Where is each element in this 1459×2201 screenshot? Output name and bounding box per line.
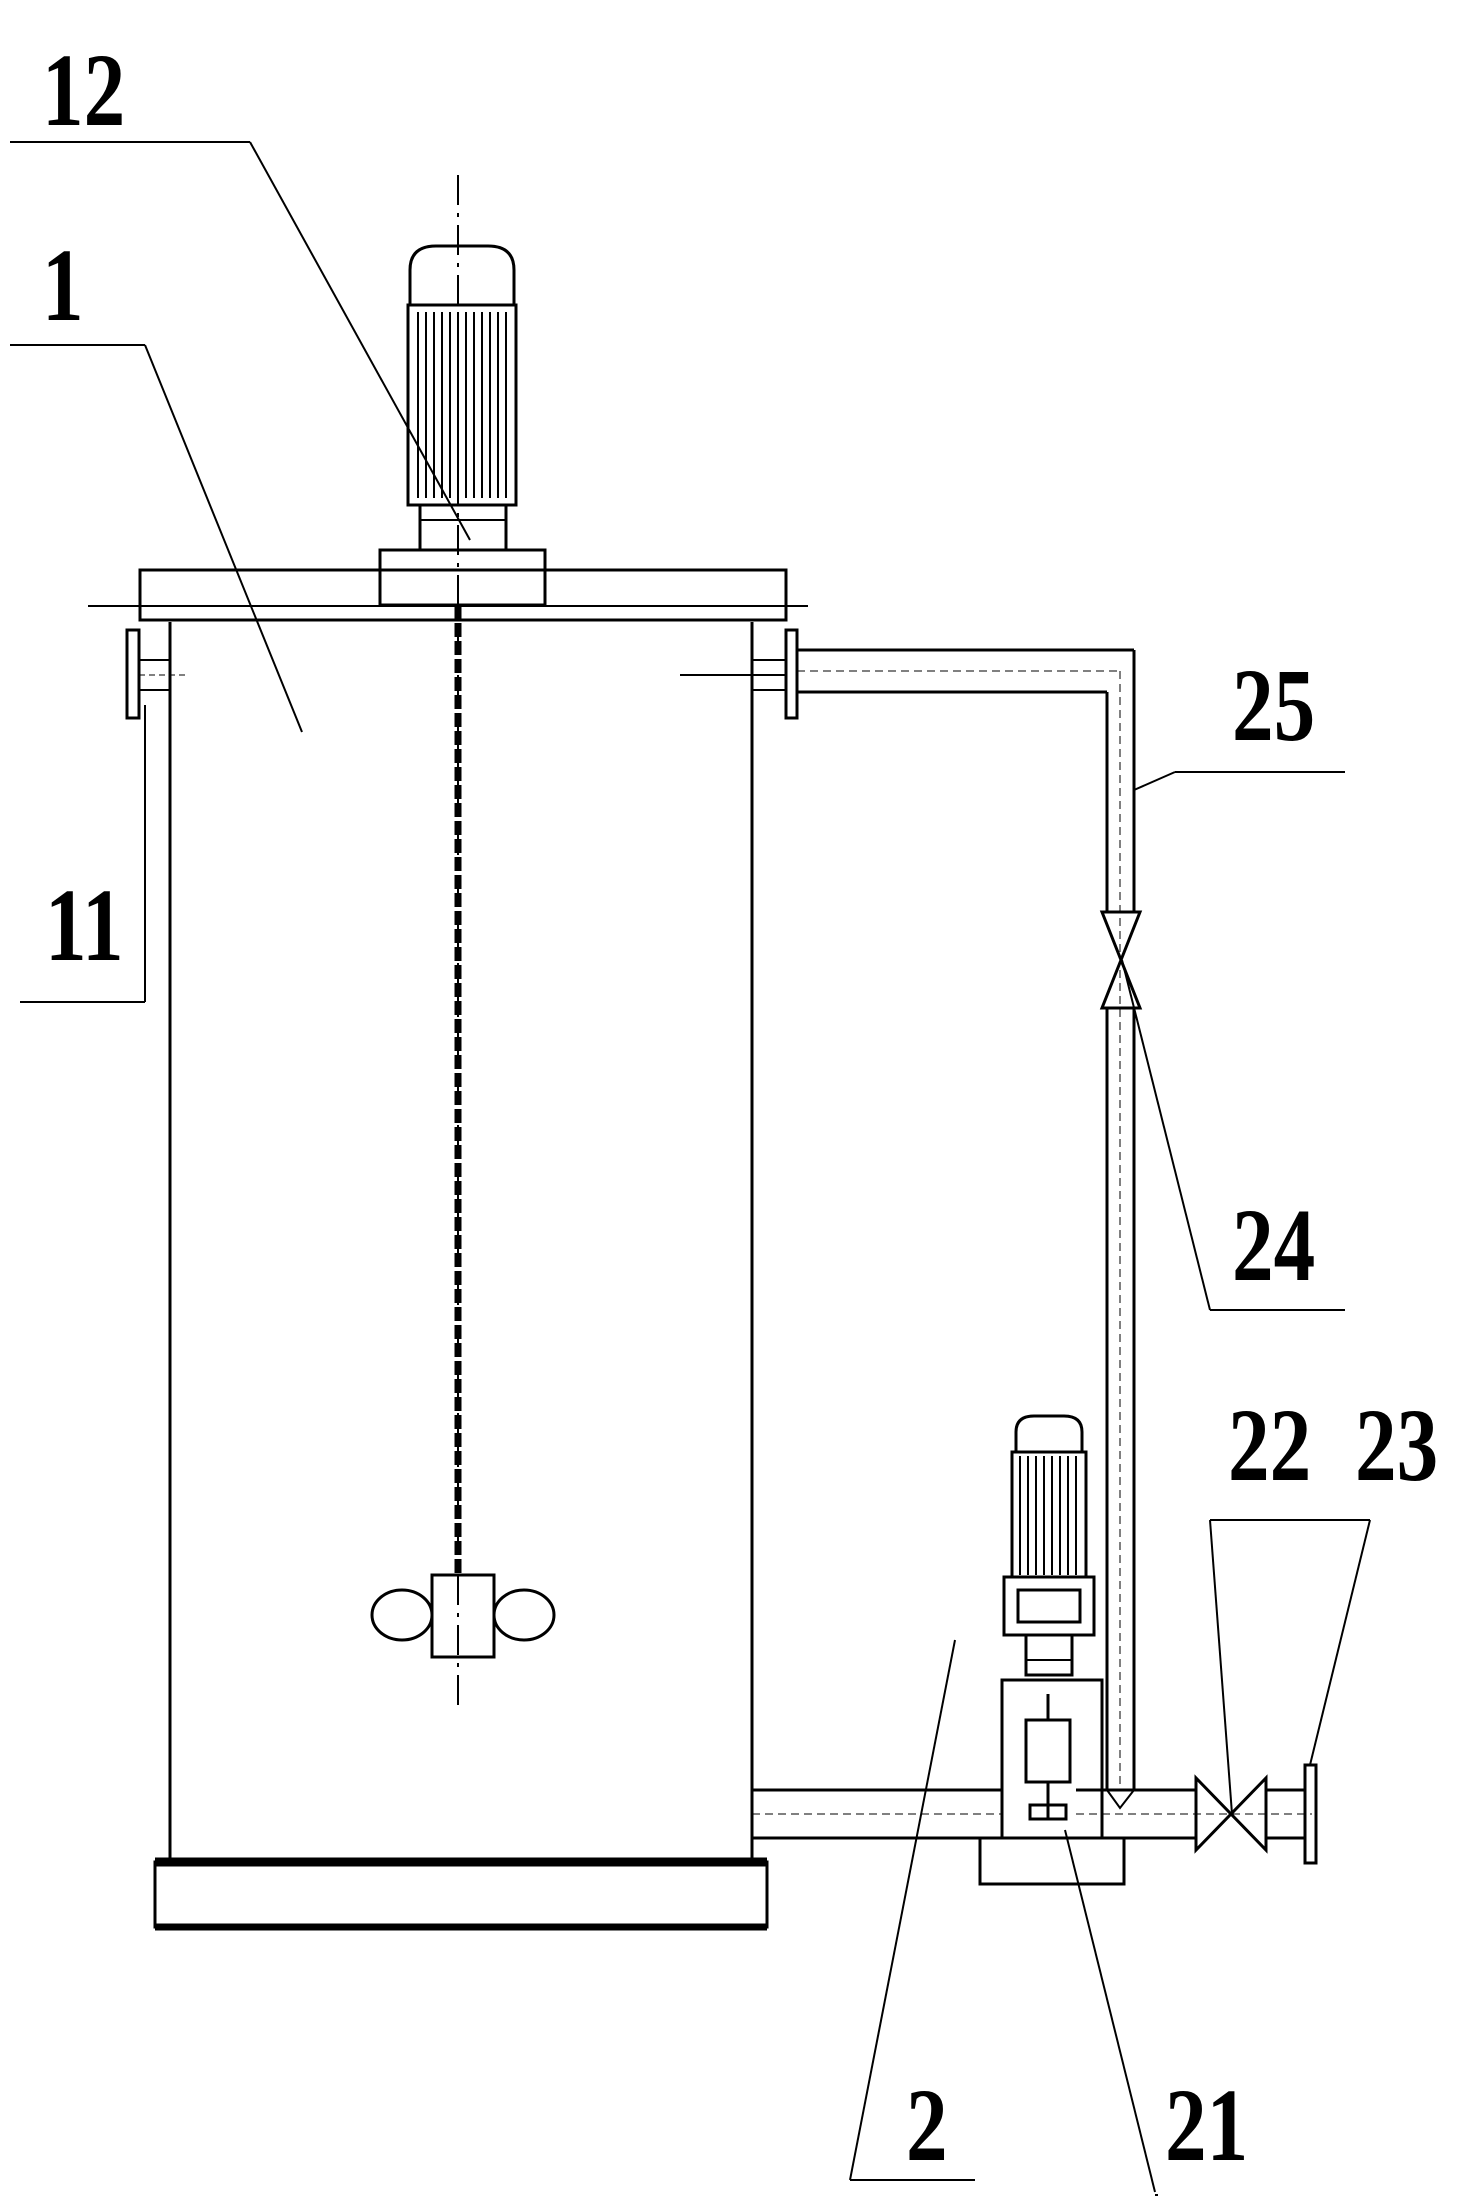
outlet-pipe (752, 1763, 1318, 1865)
dosing-pump (978, 1414, 1126, 1886)
labels: 12 1 11 25 24 22 23 2 21 (42, 33, 1438, 2183)
label-25: 25 (1232, 648, 1315, 763)
label-2: 2 (906, 2068, 948, 2183)
label-22: 22 (1228, 1388, 1311, 1503)
leader-lines (10, 141, 1371, 2196)
tank-body (88, 568, 808, 1931)
agitator-shaft (370, 175, 556, 1710)
return-pipe (680, 628, 1143, 1810)
label-12: 12 (42, 33, 125, 148)
label-1: 1 (42, 228, 84, 343)
label-21: 21 (1165, 2068, 1248, 2183)
label-11: 11 (45, 868, 124, 983)
label-24: 24 (1232, 1188, 1315, 1303)
agitator-motor (378, 244, 547, 607)
label-23: 23 (1355, 1388, 1438, 1503)
inlet-nozzle (125, 628, 185, 720)
